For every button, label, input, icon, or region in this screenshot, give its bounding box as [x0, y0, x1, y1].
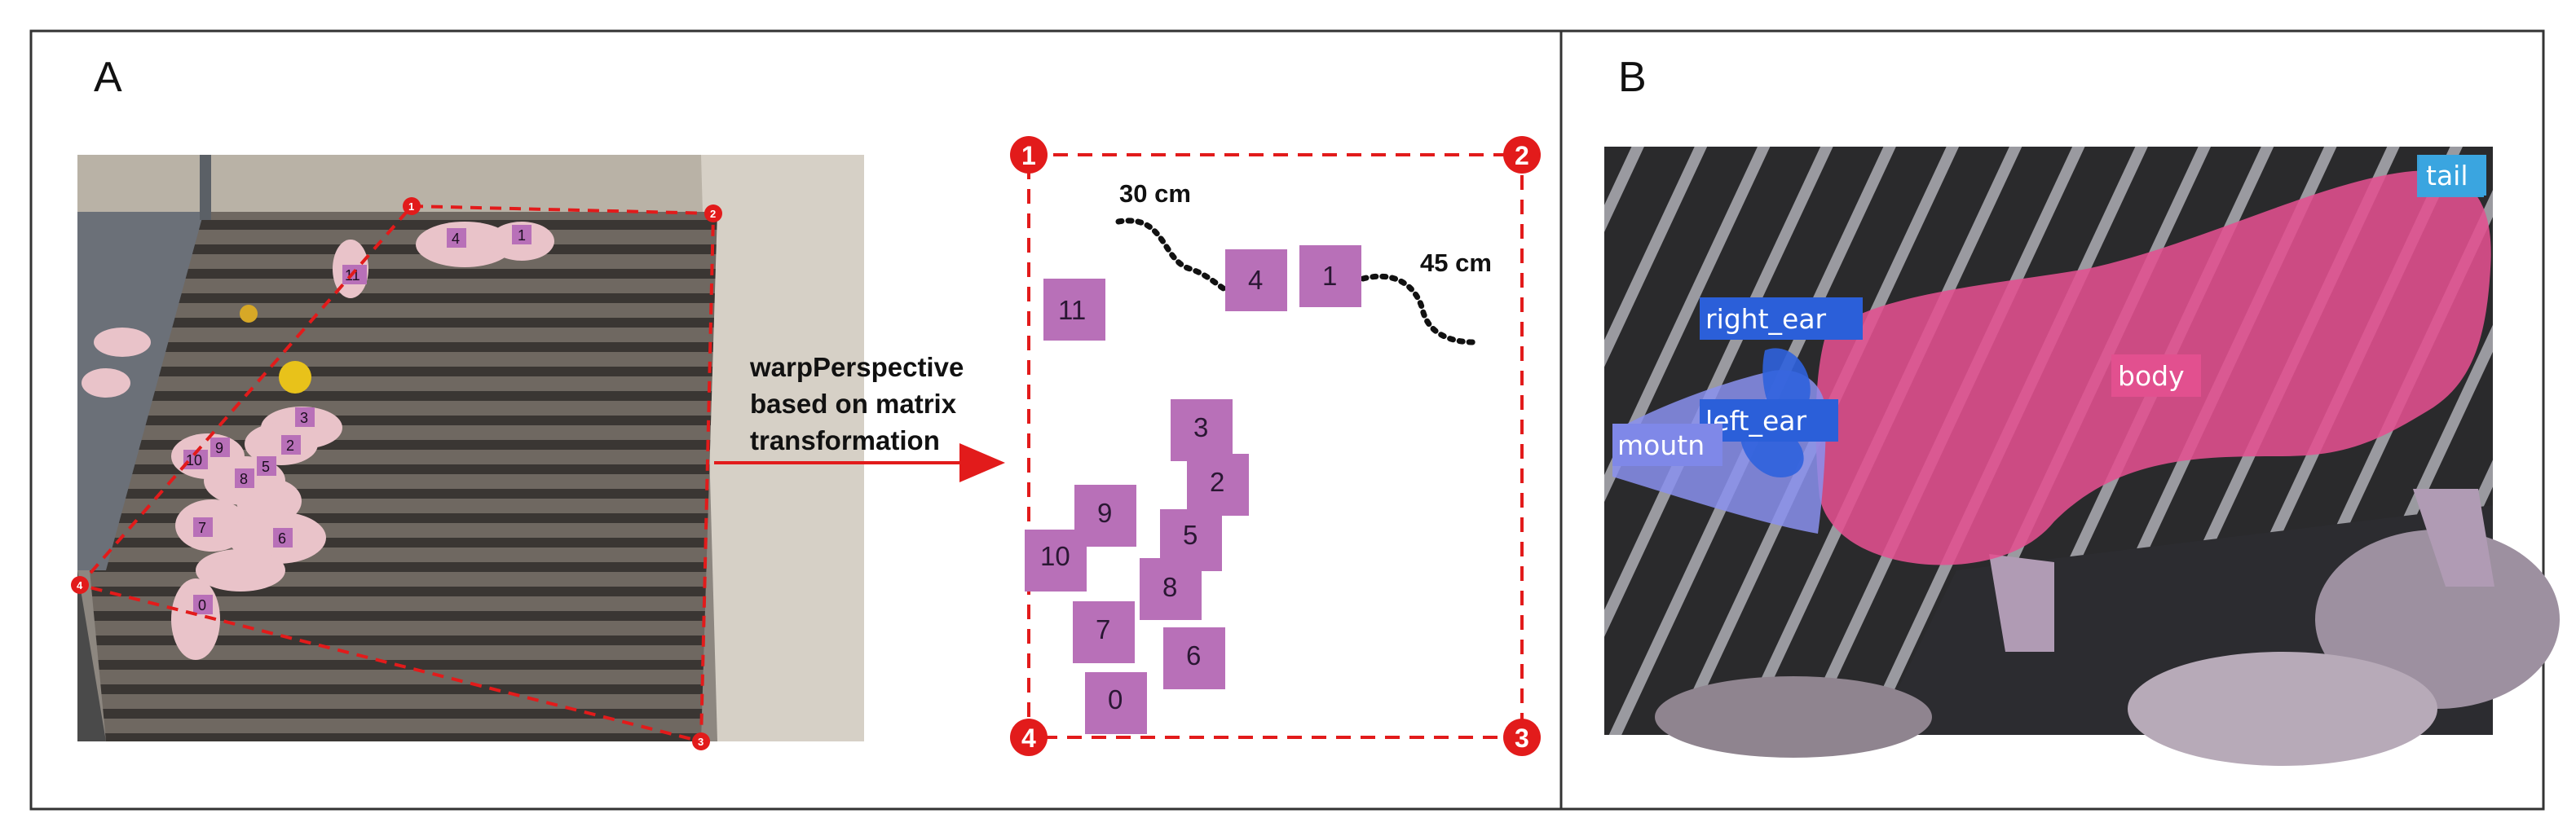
pig-box-0: 0: [1085, 672, 1147, 734]
svg-text:4: 4: [1248, 265, 1263, 295]
svg-text:11: 11: [1058, 295, 1086, 325]
svg-text:10: 10: [1040, 541, 1070, 571]
label-right-ear: right_ear: [1700, 297, 1863, 340]
svg-text:0: 0: [1108, 684, 1123, 715]
photo-tag-1: 1: [512, 225, 532, 244]
distance-label-30cm: 30 cm: [1119, 179, 1191, 208]
svg-text:body: body: [2118, 360, 2185, 392]
panel-b-letter: B: [1618, 54, 1647, 101]
pig-box-2: 2: [1187, 454, 1249, 516]
photo-tag-5: 5: [257, 456, 276, 476]
svg-text:moutn: moutn: [1617, 429, 1705, 461]
pig-box-4: 4: [1225, 249, 1287, 311]
svg-text:3: 3: [1515, 723, 1529, 753]
photo-corner-3: 3: [692, 732, 710, 750]
arrow-label-line2: based on matrix: [750, 389, 957, 419]
photo-tag-7: 7: [193, 517, 213, 537]
svg-text:3: 3: [698, 736, 704, 748]
yellow-ball: [279, 361, 311, 394]
arrow-label-line1: warpPerspective: [749, 352, 964, 382]
pig-box-11: 11: [1043, 279, 1105, 341]
photo-tag-6: 6: [273, 528, 293, 548]
svg-text:1: 1: [408, 200, 414, 213]
svg-text:7: 7: [1096, 614, 1110, 644]
pig-box-10: 10: [1025, 530, 1087, 592]
figure-frame: [29, 29, 2545, 811]
distance-curve-45cm: [1360, 273, 1477, 345]
warped-corner-1: 1: [1010, 136, 1048, 174]
pig-box-8: 8: [1140, 558, 1202, 620]
photo-tag-11: 11: [342, 265, 367, 284]
svg-text:5: 5: [1183, 520, 1198, 550]
svg-text:1: 1: [1021, 141, 1036, 170]
photo-tag-8: 8: [235, 468, 254, 488]
svg-text:3: 3: [1193, 412, 1208, 442]
svg-text:4: 4: [1021, 723, 1036, 753]
feeder-ball: [240, 305, 258, 323]
svg-text:1: 1: [1322, 261, 1337, 291]
photo-corner-2: 2: [704, 205, 722, 222]
svg-text:right_ear: right_ear: [1705, 303, 1827, 335]
pig-box-6: 6: [1163, 627, 1225, 689]
warped-corner-4: 4: [1010, 719, 1048, 756]
photo-corner-1: 1: [403, 197, 421, 215]
photo-pig-tags: 4 1 11 3 9 2 10 5 8 7 6 0: [183, 225, 532, 614]
svg-text:2: 2: [286, 438, 294, 454]
svg-text:0: 0: [198, 597, 206, 614]
label-left-ear: left_ear: [1700, 399, 1838, 442]
photo-corner-4: 4: [71, 576, 89, 594]
svg-text:6: 6: [1186, 640, 1201, 671]
svg-text:9: 9: [215, 440, 223, 456]
svg-text:2: 2: [1515, 141, 1529, 170]
warped-boxes: 11 4 1 3 2 9 5 10 8 7 6 0: [1025, 245, 1361, 734]
svg-text:2: 2: [1210, 467, 1224, 497]
svg-text:7: 7: [198, 520, 206, 536]
distance-label-45cm: 45 cm: [1420, 248, 1492, 277]
label-mouth: moutn: [1612, 424, 1722, 466]
panel-a-letter: A: [94, 54, 122, 101]
label-tail: tail: [2419, 155, 2486, 196]
svg-text:10: 10: [186, 452, 202, 468]
warped-roi: [1027, 153, 1524, 739]
svg-text:5: 5: [262, 459, 270, 475]
svg-text:2: 2: [710, 208, 716, 220]
svg-text:tail: tail: [2426, 160, 2468, 191]
svg-text:1: 1: [518, 227, 526, 244]
photo-tag-9: 9: [210, 438, 230, 457]
pig-box-3: 3: [1171, 399, 1233, 461]
label-body: body: [2111, 354, 2201, 397]
distance-curve-30cm: [1115, 218, 1242, 298]
svg-text:8: 8: [240, 471, 248, 487]
svg-text:4: 4: [452, 231, 460, 247]
svg-text:9: 9: [1097, 498, 1112, 528]
arrow-label-line3: transformation: [750, 425, 940, 455]
warped-corner-3: 3: [1503, 719, 1541, 756]
photo-tag-3: 3: [295, 407, 315, 427]
svg-text:8: 8: [1162, 572, 1177, 602]
pig-box-1: 1: [1299, 245, 1361, 307]
svg-text:6: 6: [278, 530, 286, 547]
photo-tag-0: 0: [193, 595, 213, 614]
svg-text:3: 3: [300, 410, 308, 426]
pig-box-7: 7: [1073, 601, 1135, 663]
warped-corner-2: 2: [1503, 136, 1541, 174]
photo-tag-4: 4: [447, 228, 466, 248]
svg-text:4: 4: [77, 579, 83, 592]
photo-tag-2: 2: [281, 435, 301, 455]
